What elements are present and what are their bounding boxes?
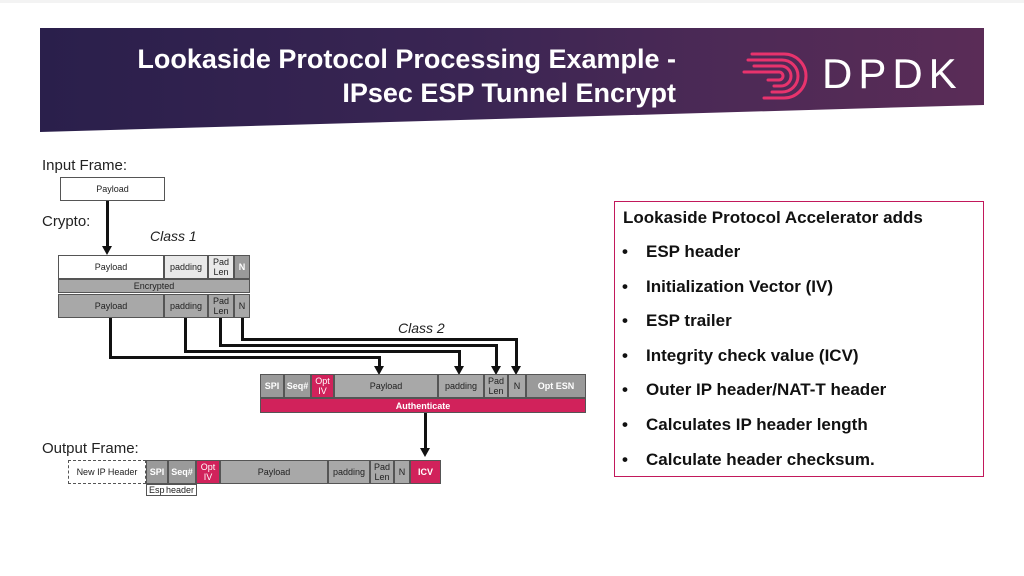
crypto-label: Crypto: (42, 213, 91, 230)
payload-connector-drop (378, 356, 381, 368)
authenticate-to-icv-arrowhead (420, 448, 430, 457)
encrypted-padlen-cell: Pad Len (208, 294, 234, 318)
class2-padlen-cell: Pad Len (484, 374, 508, 398)
padding-connector-arrowhead (454, 366, 464, 375)
output-seq-cell: Seq# (168, 460, 196, 484)
accelerator-features-box: Lookaside Protocol Accelerator adds • ESP… (614, 201, 984, 477)
encrypted-padding-cell: padding (164, 294, 208, 318)
output-frame-label: Output Frame: (42, 440, 139, 457)
feature-item: • Initialization Vector (IV) (622, 277, 833, 297)
input-to-crypto-line (106, 201, 109, 247)
feature-item: • Calculate header checksum. (622, 450, 875, 470)
payload-connector-horizontal (109, 356, 380, 359)
feature-text: Calculates IP header length (646, 415, 868, 434)
class2-opt-iv-cell: Opt IV (311, 374, 334, 398)
feature-item: • ESP trailer (622, 311, 732, 331)
bullet: • (622, 380, 628, 399)
class2-payload-cell: Payload (334, 374, 438, 398)
crypto-n-cell: N (234, 255, 250, 279)
output-new-ip-header-cell: New IP Header (68, 460, 146, 484)
input-payload-cell: Payload (60, 177, 165, 201)
output-icv-cell: ICV (410, 460, 441, 484)
authenticate-to-icv-line (424, 413, 427, 449)
bullet: • (622, 450, 628, 469)
output-padlen-cell: Pad Len (370, 460, 394, 484)
class2-n-cell: N (508, 374, 526, 398)
padlen-connector-vertical (219, 318, 222, 346)
feature-text: Integrity check value (ICV) (646, 346, 859, 365)
crypto-padlen-cell: Pad Len (208, 255, 234, 279)
encrypted-n-cell: N (234, 294, 250, 318)
n-connector-vertical (241, 318, 244, 340)
padlen-connector-drop (495, 344, 498, 368)
class1-label: Class 1 (150, 228, 197, 244)
payload-connector-vertical (109, 318, 112, 358)
class2-seq-cell: Seq# (284, 374, 311, 398)
output-padding-cell: padding (328, 460, 370, 484)
dpdk-logo-icon (742, 52, 808, 100)
class2-padding-cell: padding (438, 374, 484, 398)
output-spi-cell: SPI (146, 460, 168, 484)
bullet: • (622, 415, 628, 434)
feature-text: Initialization Vector (IV) (646, 277, 834, 296)
feature-text: Calculate header checksum. (646, 450, 875, 469)
class2-spi-cell: SPI (260, 374, 284, 398)
n-connector-horizontal (241, 338, 517, 341)
top-border (0, 0, 1024, 3)
header-text: header (165, 485, 194, 495)
input-to-crypto-arrowhead (102, 246, 112, 255)
n-connector-drop (515, 338, 518, 368)
feature-item: • Outer IP header/NAT-T header (622, 380, 886, 400)
feature-item: • Integrity check value (ICV) (622, 346, 859, 366)
encrypted-bar: Encrypted (58, 279, 250, 293)
bullet: • (622, 311, 628, 330)
esp-header-label: Esp header (146, 484, 197, 496)
feature-text: Outer IP header/NAT-T header (646, 380, 887, 399)
n-connector-arrowhead (511, 366, 521, 375)
bullet: • (622, 242, 628, 261)
padlen-connector-horizontal (219, 344, 497, 347)
features-heading: Lookaside Protocol Accelerator adds (623, 208, 923, 227)
bullet: • (622, 346, 628, 365)
dpdk-logo-text: DPDK (822, 50, 963, 97)
output-n-cell: N (394, 460, 410, 484)
feature-item: • ESP header (622, 242, 740, 262)
padding-connector-vertical (184, 318, 187, 352)
esp-text: Esp (149, 485, 165, 495)
feature-text: ESP header (646, 242, 741, 261)
padlen-connector-arrowhead (491, 366, 501, 375)
padding-connector-drop (458, 350, 461, 368)
page-title-line2: IPsec ESP Tunnel Encrypt (342, 78, 676, 108)
crypto-payload-cell: Payload (58, 255, 164, 279)
authenticate-bar: Authenticate (260, 398, 586, 413)
encrypted-payload-cell: Payload (58, 294, 164, 318)
class2-opt-esn-cell: Opt ESN (526, 374, 586, 398)
input-frame-label: Input Frame: (42, 157, 128, 174)
crypto-padding-cell: padding (164, 255, 208, 279)
output-payload-cell: Payload (220, 460, 328, 484)
payload-connector-arrowhead (374, 366, 384, 375)
output-opt-iv-cell: Opt IV (196, 460, 220, 484)
feature-item: • Calculates IP header length (622, 415, 868, 435)
feature-text: ESP trailer (646, 311, 732, 330)
bullet: • (622, 277, 628, 296)
class2-label: Class 2 (398, 320, 445, 336)
page-title-line1: Lookaside Protocol Processing Example - (137, 44, 676, 74)
padding-connector-horizontal (184, 350, 460, 353)
